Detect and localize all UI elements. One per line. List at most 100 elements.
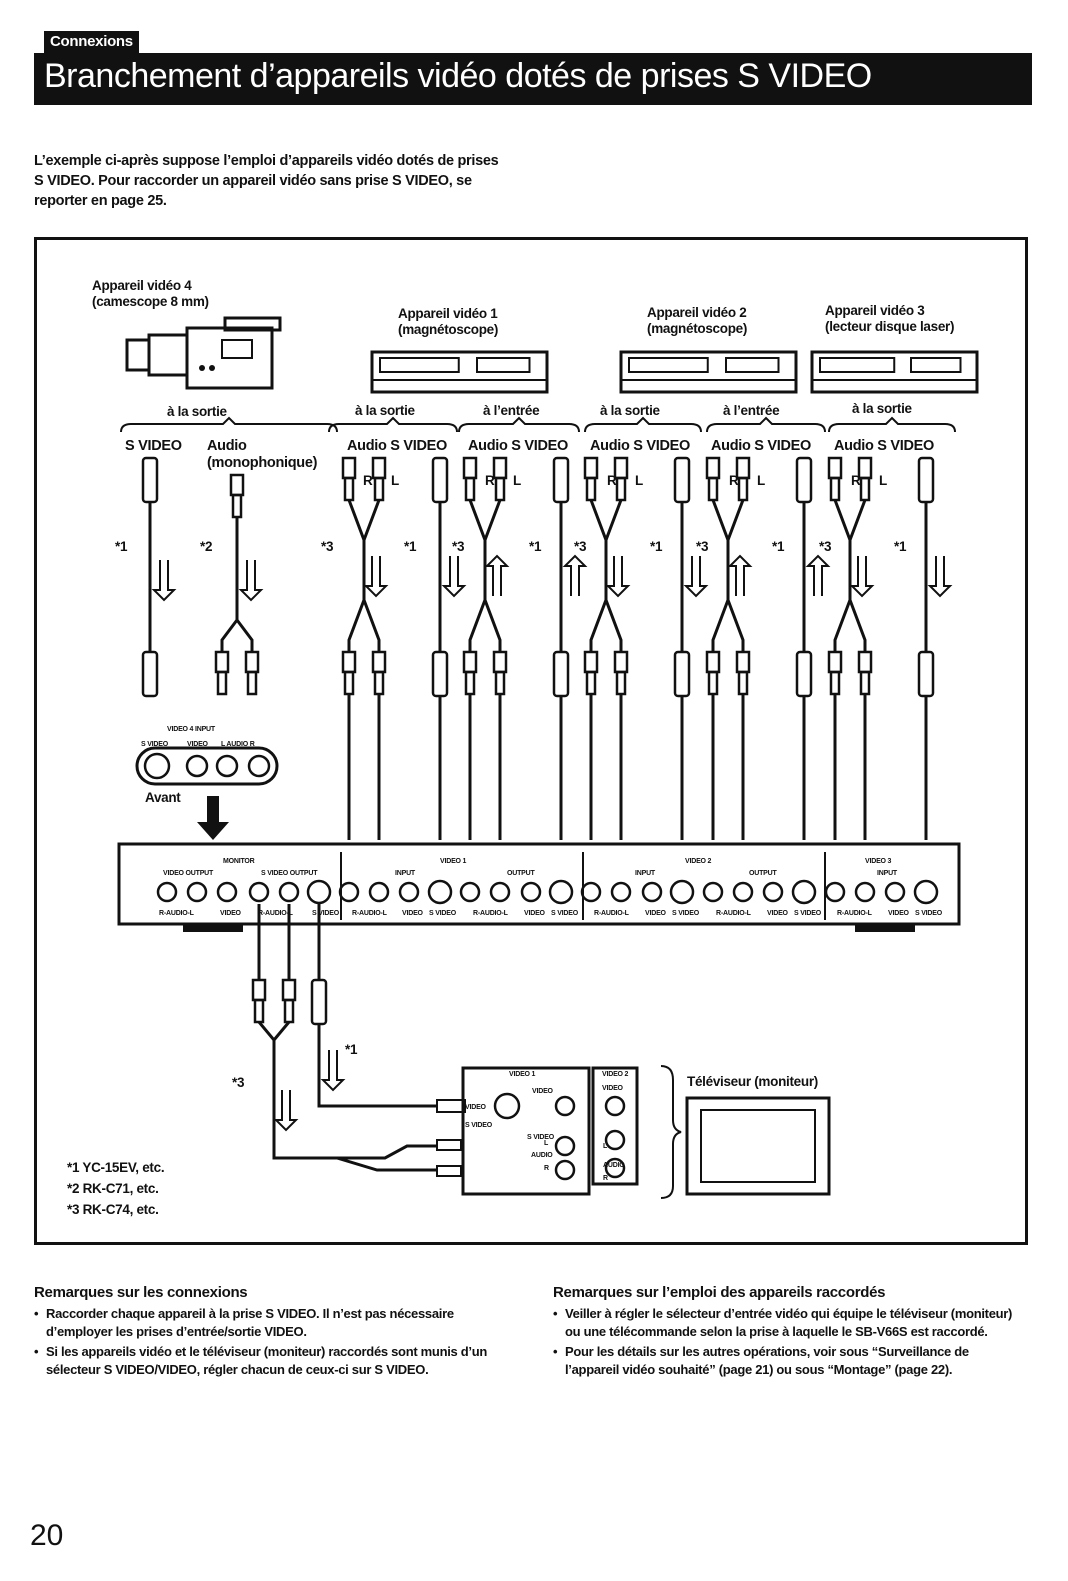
audio-plug-device-1-out-l — [371, 456, 387, 480]
legend-item: *3 RK-C74, etc. — [67, 1202, 159, 1217]
audio-cable-device-4-l — [220, 517, 239, 652]
svideo-plug-device-4 — [141, 456, 159, 504]
cable-marker-2: *2 — [200, 539, 213, 554]
rear-svideo-v1-out: S VIDEO — [551, 910, 578, 917]
signal-arrow-icon — [805, 554, 831, 596]
rear-input-1-label: INPUT — [395, 870, 416, 877]
rca-jack-icon — [554, 1159, 576, 1181]
camcorder-lens — [147, 333, 189, 377]
label-video-device-3: Appareil vidéo 3 (lecteur disque laser) — [825, 303, 955, 334]
audio-plug-device-1-in-l-end-grip — [494, 670, 506, 696]
rear-svideo-monitor: S VIDEO — [312, 910, 339, 917]
audio-plug-device-3-out-l-end — [857, 650, 873, 674]
signal-arrow-icon — [727, 554, 753, 596]
audio-plug-device-2-in-l-end — [735, 650, 751, 674]
brace-device-3-out — [828, 416, 956, 433]
audio-plug-tv-l — [436, 1139, 462, 1151]
down-arrow-icon — [197, 796, 229, 840]
rca-jack-icon — [554, 1135, 576, 1157]
tv-svideo-switch-label: S VIDEO — [465, 1122, 492, 1129]
cables — [141, 456, 953, 1172]
tv-audio-label: AUDIO — [531, 1152, 553, 1159]
rca-jack-icon — [398, 881, 420, 903]
label-audio-svideo-3: Audio S VIDEO — [590, 438, 691, 454]
audio-plug-device-1-out-l-grip — [373, 476, 385, 502]
audio-plug-device-3-out-r-grip — [829, 476, 841, 502]
rear-output-2-label: OUTPUT — [749, 870, 777, 877]
label-audio-svideo-2: Audio S VIDEO — [468, 438, 569, 454]
rear-video-output-label: VIDEO OUTPUT — [163, 870, 214, 877]
rear-panel-foot — [183, 924, 243, 932]
rear-video-v1-in: VIDEO — [402, 910, 423, 917]
rear-svideo-v3-in: S VIDEO — [915, 910, 942, 917]
label-audio-svideo-1: Audio S VIDEO — [347, 438, 448, 454]
page-number: 20 — [30, 1519, 64, 1552]
audio-plug-device-1-in-l-end — [492, 650, 508, 674]
legend-item: *1 YC-15EV, etc. — [67, 1160, 165, 1175]
tv-panel-video1 — [461, 1066, 591, 1196]
rear-video-v3-in: VIDEO — [888, 910, 909, 917]
svideo-plug-device-2-in — [795, 456, 813, 504]
svideo-jack-icon — [548, 879, 574, 905]
rca-jack-icon — [216, 881, 238, 903]
rca-jack-icon — [854, 881, 876, 903]
svideo-jack-icon — [791, 879, 817, 905]
signal-arrow-icon — [238, 560, 264, 602]
front-panel-video-label: VIDEO — [187, 741, 208, 748]
tv-video2-label: VIDEO 2 — [602, 1071, 629, 1078]
audio-plug-device-2-out-l — [613, 456, 629, 480]
svideo-plug-device-1-in — [552, 456, 570, 504]
svideo-jack-icon — [427, 879, 453, 905]
monitor-svideo-cable — [317, 1024, 437, 1108]
svideo-jack-icon — [669, 879, 695, 905]
audio-plug-monitor-r — [251, 978, 267, 1002]
audio-cable-device-3-out-r — [833, 499, 852, 652]
label-r-3: R — [607, 473, 617, 488]
audio-plug-device-2-in-r-grip — [707, 476, 719, 502]
audio-plug-device-2-in-l-grip — [737, 476, 749, 502]
audio-plug-device-1-out-r-end — [341, 650, 357, 674]
rear-video-v2-in: VIDEO — [645, 910, 666, 917]
cable-marker-1-a: *1 — [115, 539, 128, 554]
label-l-1: L — [391, 473, 399, 488]
audio-cable-device-1-out-l — [362, 499, 381, 652]
audio-plug-device-4-r-grip — [246, 670, 258, 696]
audio-plug-device-3-out-l — [857, 456, 873, 480]
rear-svideo-v2-out: S VIDEO — [794, 910, 821, 917]
rear-input-3-label: INPUT — [877, 870, 898, 877]
tv2-audio-label: AUDIO — [603, 1162, 625, 1169]
rca-jack-icon — [732, 881, 754, 903]
audio-plug-device-2-in-l-end-grip — [737, 670, 749, 696]
svideo-jack-icon — [306, 879, 332, 905]
audio-cable-device-2-out-r — [589, 499, 608, 652]
audio-plug-device-1-in-r-end-grip — [464, 670, 476, 696]
connection-diagram: Appareil vidéo 4 (camescope 8 mm) Appare… — [34, 237, 1028, 1245]
label-output-device-3: à la sortie — [852, 401, 912, 416]
front-panel-group-label: VIDEO 4 INPUT — [167, 726, 215, 733]
camcorder-button-icon — [209, 365, 215, 371]
rca-jack-icon — [702, 881, 724, 903]
rear-video1-label: VIDEO 1 — [440, 858, 467, 865]
label-output-device-1: à la sortie — [355, 403, 415, 418]
audio-plug-device-2-in-l — [735, 456, 751, 480]
cable-marker-1-c: *1 — [529, 539, 542, 554]
vcr-1-icon — [370, 350, 549, 394]
rca-jack-icon — [762, 881, 784, 903]
camcorder-button-icon — [199, 365, 205, 371]
tv-video-switch-label: VIDEO — [465, 1104, 486, 1111]
camcorder-viewfinder — [223, 316, 282, 332]
rear-ral-monitor: R-AUDIO-L — [159, 910, 194, 917]
video-devices — [120, 316, 979, 433]
connection-notes-title: Remarques sur les connexions — [34, 1284, 248, 1301]
rca-jack-icon — [186, 881, 208, 903]
tv-panel-video2 — [591, 1066, 639, 1186]
audio-plug-device-1-in-r-grip — [464, 476, 476, 502]
svideo-jack-icon — [493, 1092, 521, 1120]
rear-panel-foot — [855, 924, 915, 932]
front-panel-svideo-label: S VIDEO — [141, 741, 168, 748]
label-audio-svideo-5: Audio S VIDEO — [834, 438, 935, 454]
svideo-jack-icon — [143, 752, 171, 780]
label-video-device-1: Appareil vidéo 1 (magnétoscope) — [398, 306, 499, 337]
tv2-audio-r-label: R — [603, 1175, 608, 1182]
brace-device-1-out — [328, 416, 458, 433]
